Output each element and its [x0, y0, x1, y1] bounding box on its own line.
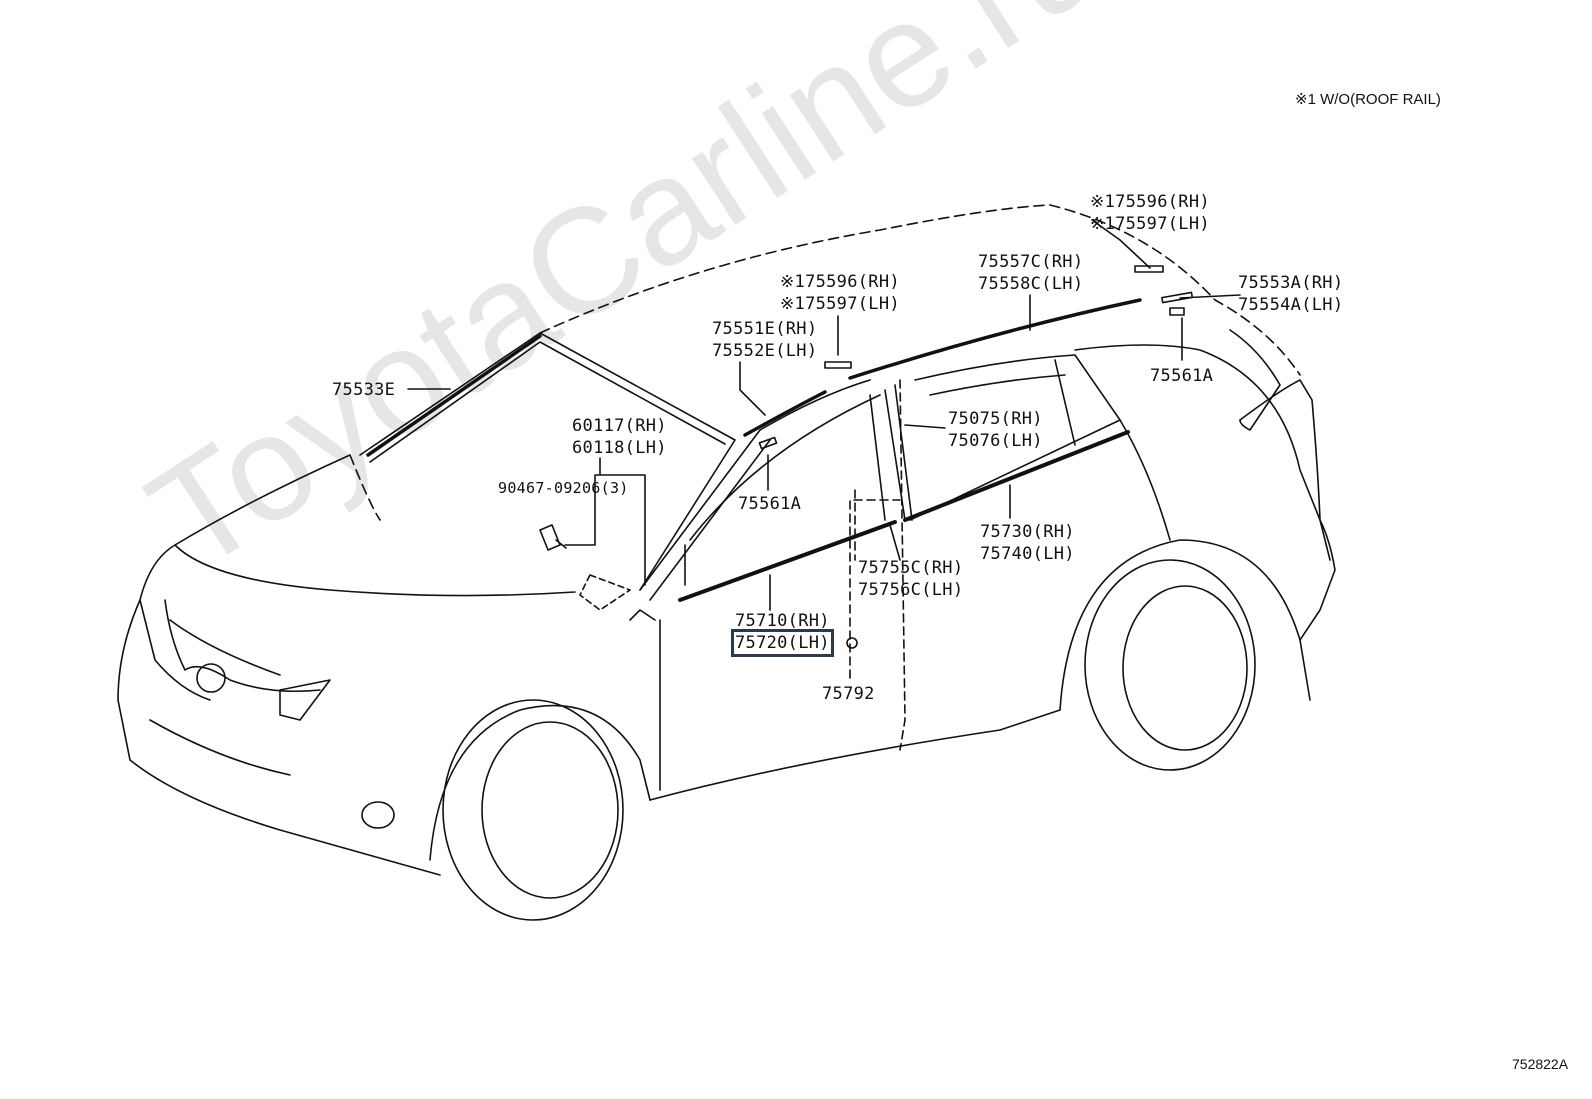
callout-75720-highlighted[interactable]: 75720(LH) — [731, 629, 834, 657]
leader-60117 — [564, 457, 646, 586]
callout-75597-front[interactable]: ※175597(LH) — [780, 294, 900, 314]
callout-75740[interactable]: 75740(LH) — [980, 544, 1075, 564]
callout-75596-front[interactable]: ※175596(RH) — [780, 272, 900, 292]
clip-rear-2 — [1169, 307, 1185, 316]
windshield-molding — [366, 334, 542, 457]
clip-front — [758, 436, 778, 450]
figure-number: 752822A — [1512, 1056, 1569, 1072]
rear-wheel — [1084, 559, 1256, 771]
callout-60118[interactable]: 60118(LH) — [572, 438, 667, 458]
callout-75792[interactable]: 75792 — [822, 684, 875, 704]
clip-rear — [1161, 291, 1194, 304]
callout-75553A[interactable]: 75553A(RH) — [1238, 273, 1344, 293]
belt-molding-rear — [903, 430, 1130, 522]
callout-75710[interactable]: 75710(RH) — [735, 611, 830, 631]
leader-75755C — [889, 524, 901, 561]
callout-75561A-rear[interactable]: 75561A — [1150, 366, 1214, 386]
callout-90467[interactable]: 90467-09206(3) — [498, 479, 629, 497]
callout-75554A[interactable]: 75554A(LH) — [1238, 295, 1344, 315]
front-wheel — [442, 699, 624, 921]
callout-75551E[interactable]: 75551E(RH) — [712, 319, 818, 339]
front-grille — [164, 599, 321, 692]
screw-icon — [539, 524, 567, 551]
rear-end — [1239, 379, 1336, 641]
leader-75792 — [849, 499, 901, 679]
callout-75561A-front[interactable]: 75561A — [738, 494, 802, 514]
rear-window — [909, 354, 1121, 521]
front-wheel-arch — [429, 704, 651, 861]
callout-75558C[interactable]: 75558C(LH) — [978, 274, 1084, 294]
rocker-panel — [649, 709, 1061, 801]
callout-75755C[interactable]: 75755C(RH) — [858, 558, 964, 578]
callout-75552E[interactable]: 75552E(LH) — [712, 341, 818, 361]
clip-75792-icon — [846, 637, 858, 649]
quarter-panel — [1074, 344, 1331, 561]
callout-75075[interactable]: 75075(RH) — [948, 409, 1043, 429]
belt-molding-front — [678, 520, 897, 602]
callout-60117[interactable]: 60117(RH) — [572, 416, 667, 436]
hood — [174, 454, 576, 597]
leader-75553A — [1179, 294, 1241, 299]
headlight-ring — [196, 663, 226, 693]
footnote-roof-rail: ※1 W/O(ROOF RAIL) — [1295, 91, 1441, 108]
front-bumper — [117, 599, 441, 876]
roof-drip-rear — [848, 298, 1142, 380]
leader-75075 — [904, 424, 946, 429]
a-pillar — [639, 379, 871, 591]
callout-75533E[interactable]: 75533E — [332, 380, 396, 400]
callout-75597-rear[interactable]: ※175597(LH) — [1090, 214, 1210, 234]
callout-75076[interactable]: 75076(LH) — [948, 431, 1043, 451]
front-window — [689, 394, 881, 541]
roof-drip-front — [743, 390, 827, 437]
callout-75756C[interactable]: 75756C(LH) — [858, 580, 964, 600]
roof-outline — [539, 204, 1301, 376]
windshield — [359, 332, 736, 591]
leader-75596b — [1091, 219, 1151, 269]
callout-75730[interactable]: 75730(RH) — [980, 522, 1075, 542]
clip-roof-a — [824, 361, 852, 369]
rear-wheel-arch — [1059, 539, 1311, 711]
b-pillar — [869, 384, 913, 521]
leader-75551E — [739, 361, 766, 416]
callout-75557C[interactable]: 75557C(RH) — [978, 252, 1084, 272]
callout-75596-rear[interactable]: ※175596(RH) — [1090, 192, 1210, 212]
fog-light — [361, 801, 395, 829]
